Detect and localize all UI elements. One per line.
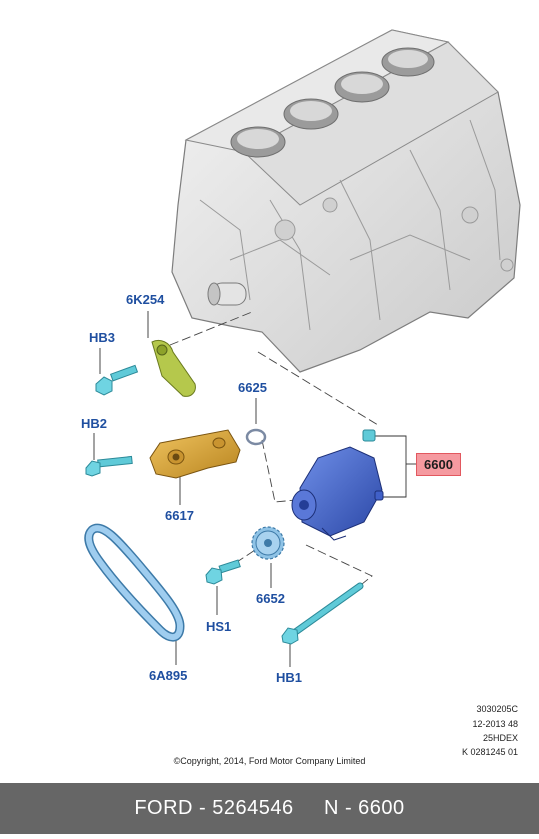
hs1-bolt	[205, 559, 241, 585]
callout-6625: 6625	[238, 380, 267, 395]
callout-hs1: HS1	[206, 619, 232, 634]
footer-bar: FORD - 5264546 N - 6600	[0, 783, 539, 834]
sprocket-part	[251, 526, 285, 560]
hb1-bolt	[281, 582, 364, 645]
copyright-text: ©Copyright, 2014, Ford Motor Company Lim…	[173, 756, 366, 766]
footer-sep-1: -	[193, 797, 213, 819]
callout-6652: 6652	[256, 591, 285, 606]
footer-ref: N - 6600	[323, 797, 405, 819]
illustration-engine-code: 25HDEX	[482, 733, 518, 743]
illustration-id: 3030205C	[476, 704, 518, 714]
callout-6k254: 6K254	[126, 292, 165, 307]
block-boss	[207, 282, 247, 306]
hb2-bolt	[85, 455, 133, 477]
callout-6600: 6600	[416, 453, 461, 476]
callout-hb3: HB3	[89, 330, 116, 345]
callout-leaders	[93, 311, 416, 667]
illustration-date: 12-2013 48	[472, 719, 518, 729]
callout-6a895: 6A895	[149, 668, 188, 683]
chain-guide-part	[151, 339, 196, 397]
illustration-ref-code: K 0281245 01	[461, 747, 518, 757]
oil-pump-part	[291, 429, 384, 541]
hb3-bolt	[95, 364, 139, 396]
engine-block	[171, 29, 521, 373]
callout-6617: 6617	[165, 508, 194, 523]
footer-brand: FORD	[134, 797, 193, 819]
timing-chain-part	[84, 523, 185, 642]
footer-gap	[294, 797, 324, 820]
o-ring-part	[245, 428, 267, 446]
bracket-part	[149, 429, 241, 479]
callout-hb1: HB1	[276, 670, 303, 685]
cylinder-bores	[230, 47, 435, 158]
callout-hb2: HB2	[81, 416, 108, 431]
block-ribs	[199, 119, 514, 331]
footer-part-number: 5264546	[212, 797, 294, 819]
